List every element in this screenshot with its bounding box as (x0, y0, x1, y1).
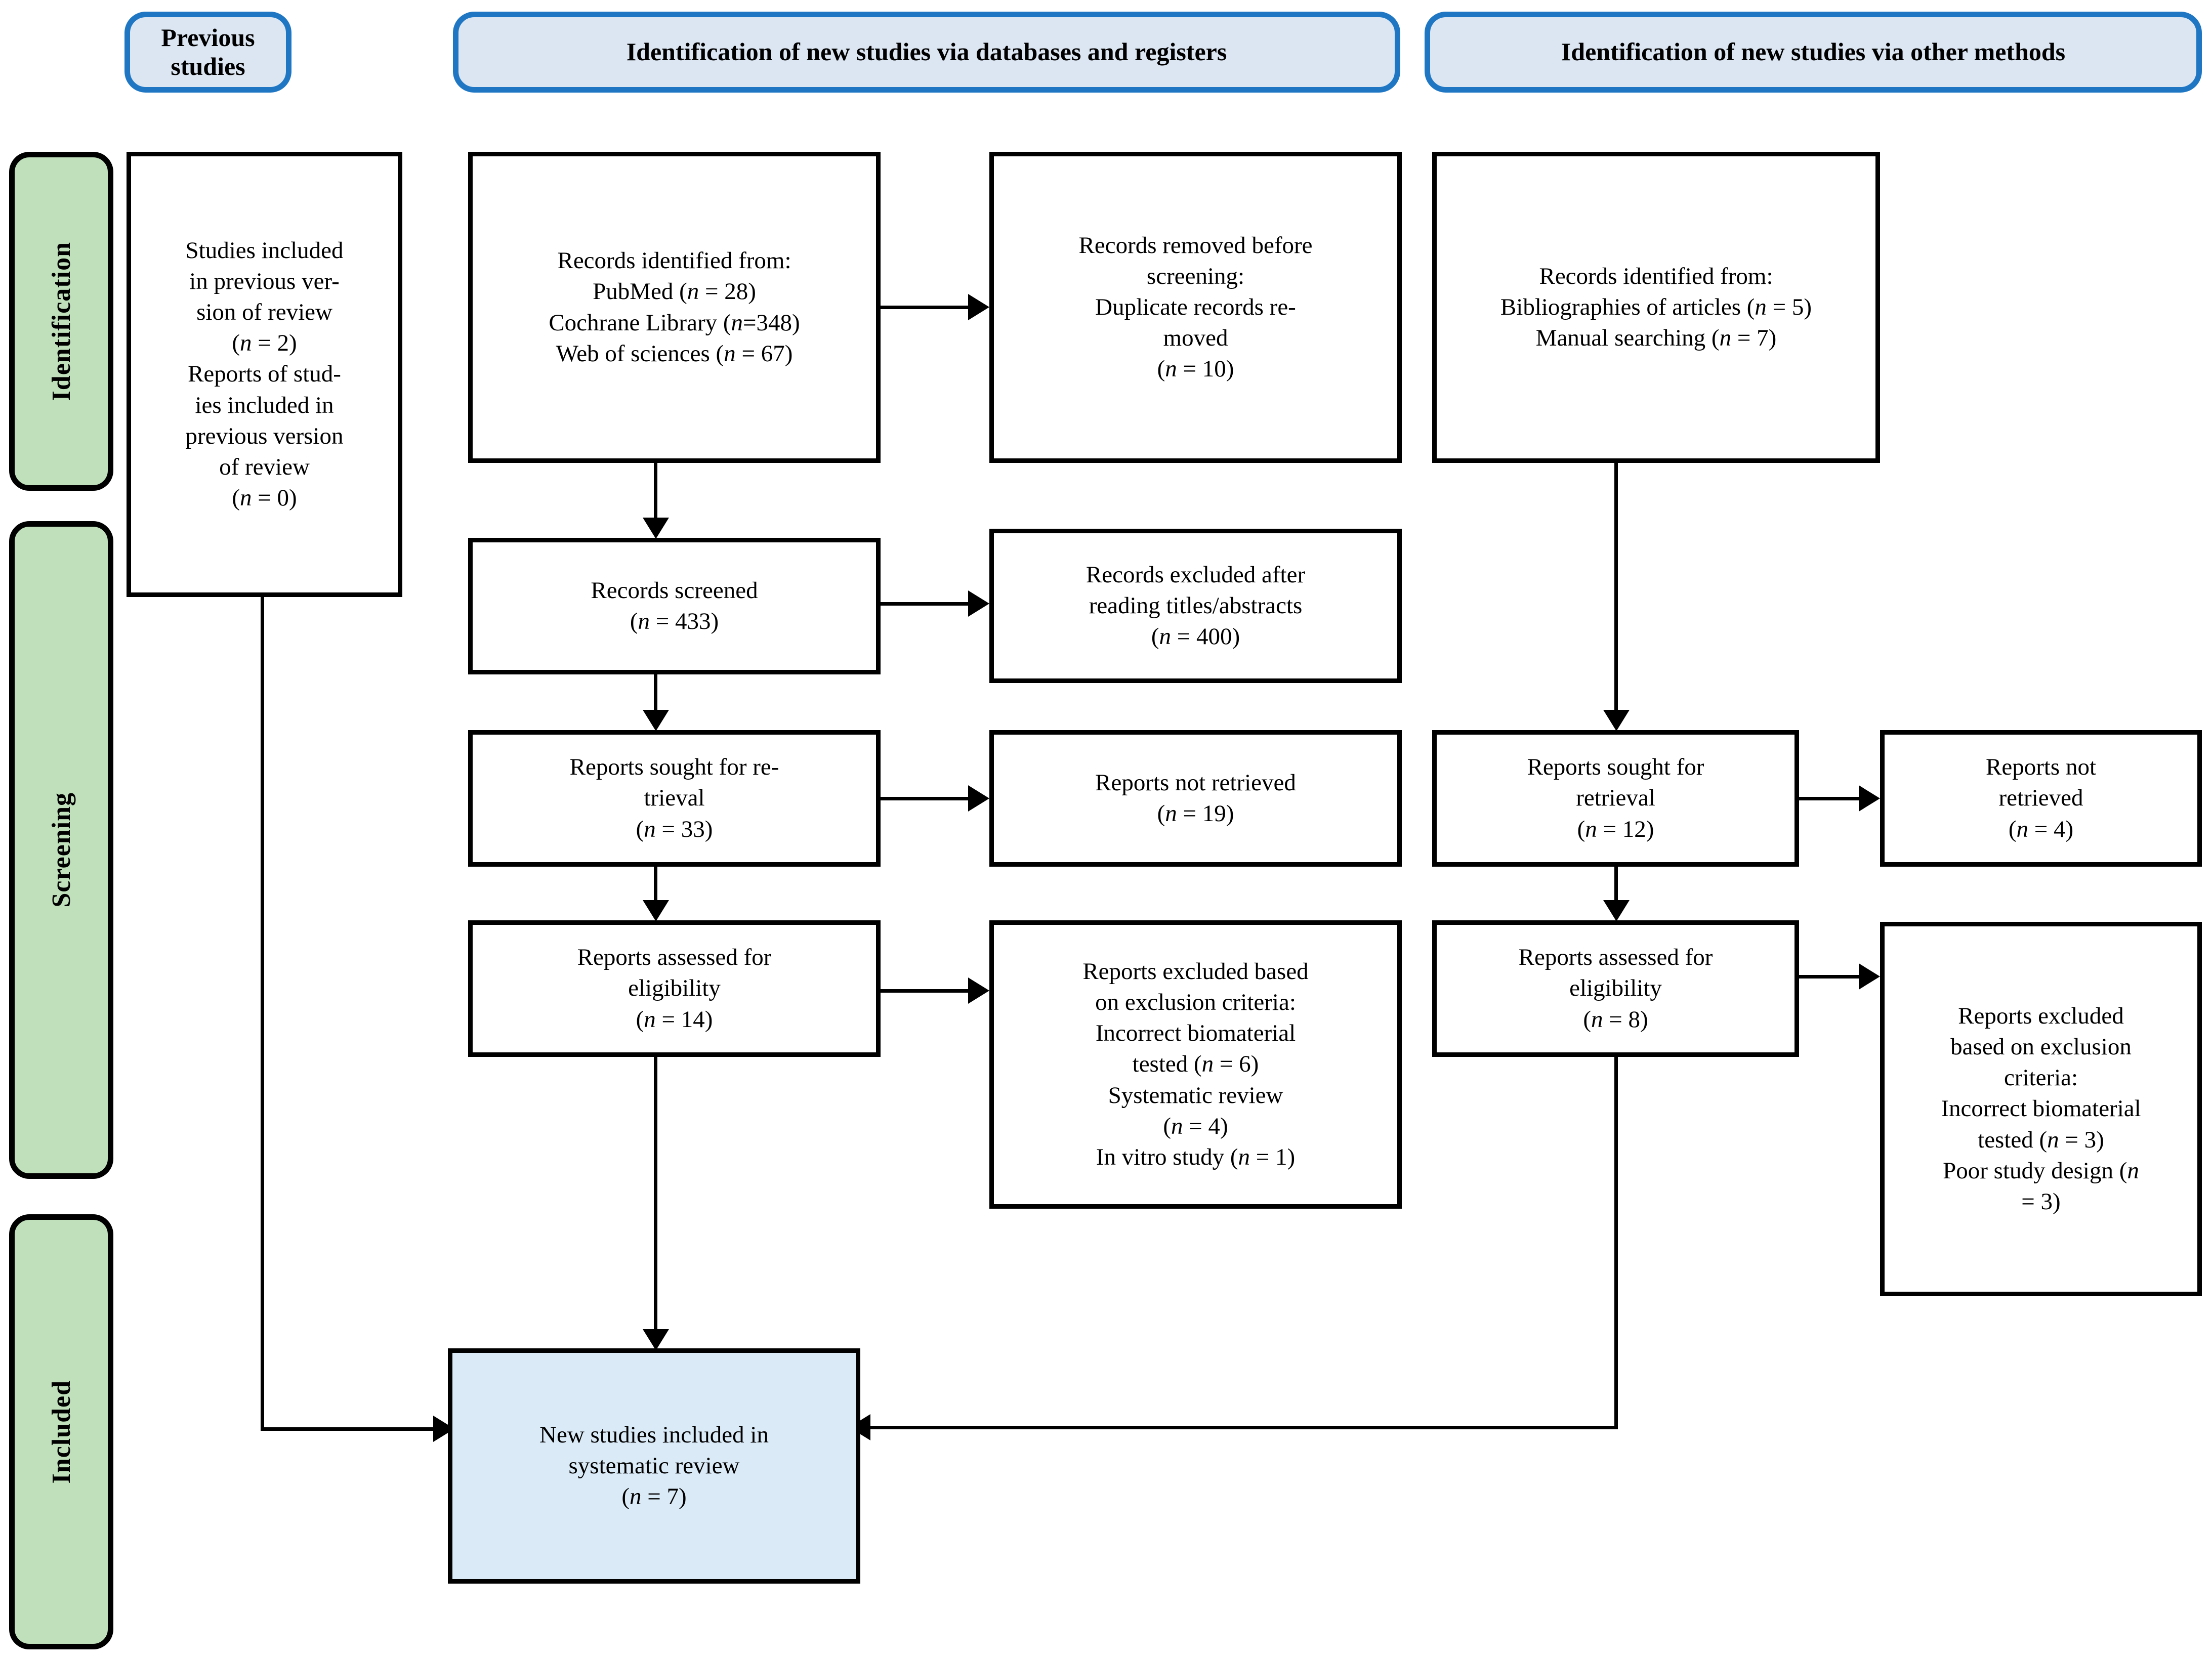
stage-label: Screening (47, 792, 76, 908)
stage-label: Included (47, 1380, 76, 1484)
arrowhead-sought-to-assessed-other (1603, 900, 1630, 921)
arrowhead-assessed-to-included-db (643, 1329, 669, 1350)
box-text: Reports assessed for eligibility (n = 8) (1518, 944, 1713, 1033)
box-records-screened: Records screened (n = 433) (468, 538, 881, 674)
arrowhead-identified-to-removed (968, 294, 989, 320)
connector-identified-to-removed (881, 306, 971, 309)
box-text: Records excluded after reading titles/ab… (1086, 561, 1306, 650)
connector-previous-to-included-vertical (261, 597, 264, 1429)
connector-identified-to-screened (654, 463, 657, 519)
connector-screened-to-excluded (881, 602, 971, 606)
box-text: Records identified from: PubMed (n = 28)… (549, 247, 800, 367)
box-text: Reports excluded based on exclusion crit… (1941, 1003, 2141, 1215)
box-text: Records removed before screening: Duplic… (1078, 232, 1313, 382)
connector-sought-to-assessed-db (654, 867, 657, 901)
box-text: Reports sought for re- trieval (n = 33) (569, 754, 779, 842)
connector-assessed-other-to-included-vertical (1614, 1057, 1618, 1429)
box-reports-assessed-databases: Reports assessed for eligibility (n = 14… (468, 920, 881, 1057)
box-reports-assessed-other: Reports assessed for eligibility (n = 8) (1432, 920, 1799, 1057)
box-reports-excluded-other: Reports excluded based on exclusion crit… (1880, 922, 2202, 1296)
connector-assessed-to-included-db (654, 1057, 657, 1330)
connector-sought-to-assessed-other (1614, 867, 1618, 901)
column-header-previous-studies: Previous studies (124, 12, 291, 93)
arrowhead-assessed-to-excluded-other (1859, 963, 1880, 990)
arrowhead-sought-to-not-retrieved-other (1859, 785, 1880, 812)
arrowhead-assessed-to-excluded-db (968, 977, 989, 1004)
box-reports-sought-other: Reports sought for retrieval (n = 12) (1432, 730, 1799, 867)
column-header-other-methods: Identification of new studies via other … (1425, 12, 2202, 93)
arrowhead-sought-to-assessed-db (643, 900, 669, 921)
box-records-identified-databases: Records identified from: PubMed (n = 28)… (468, 152, 881, 463)
stage-label: Identification (47, 241, 76, 401)
connector-assessed-to-excluded-other (1799, 975, 1861, 979)
connector-sought-to-not-retrieved-other (1799, 797, 1861, 800)
column-header-label: Identification of new studies via databa… (626, 37, 1227, 66)
box-records-excluded: Records excluded after reading titles/ab… (989, 529, 1402, 683)
column-header-label: Previous studies (161, 23, 255, 81)
arrowhead-screened-to-sought (643, 710, 669, 731)
box-text: Reports not retrieved (n = 4) (1985, 754, 2097, 842)
box-text: Reports sought for retrieval (n = 12) (1527, 754, 1704, 842)
stage-included: Included (9, 1214, 113, 1649)
arrowhead-identified-other-to-sought (1603, 710, 1630, 731)
stage-screening: Screening (9, 521, 113, 1179)
stage-identification: Identification (9, 152, 113, 491)
box-reports-not-retrieved-other: Reports not retrieved (n = 4) (1880, 730, 2202, 867)
arrowhead-sought-to-not-retrieved-db (968, 785, 989, 812)
box-reports-sought-databases: Reports sought for re- trieval (n = 33) (468, 730, 881, 867)
arrowhead-identified-to-screened (643, 518, 669, 539)
box-new-studies-included: New studies included in systematic revie… (448, 1348, 860, 1584)
box-previous-studies: Studies included in previous ver- sion o… (127, 152, 402, 597)
arrowhead-screened-to-excluded (968, 590, 989, 617)
box-text: Studies included in previous ver- sion o… (185, 237, 344, 511)
connector-assessed-to-excluded-db (881, 989, 971, 993)
box-text: Reports not retrieved (n = 19) (1095, 769, 1296, 827)
column-header-label: Identification of new studies via other … (1561, 37, 2066, 66)
box-text: Records identified from: Bibliographies … (1500, 263, 1812, 352)
box-records-removed-before-screening: Records removed before screening: Duplic… (989, 152, 1402, 463)
box-text: Reports assessed for eligibility (n = 14… (577, 944, 772, 1033)
box-records-identified-other: Records identified from: Bibliographies … (1432, 152, 1880, 463)
column-header-databases-registers: Identification of new studies via databa… (453, 12, 1400, 93)
box-reports-excluded-databases: Reports excluded based on exclusion crit… (989, 920, 1402, 1209)
connector-sought-to-not-retrieved-db (881, 797, 971, 800)
box-text: Records screened (n = 433) (591, 577, 758, 634)
box-text: New studies included in systematic revie… (539, 1421, 769, 1510)
connector-identified-other-to-sought (1614, 463, 1618, 711)
connector-previous-to-included-horizontal (261, 1427, 435, 1431)
connector-screened-to-sought (654, 674, 657, 711)
box-reports-not-retrieved-databases: Reports not retrieved (n = 19) (989, 730, 1402, 867)
connector-assessed-other-to-included-horizontal (870, 1426, 1618, 1429)
box-text: Reports excluded based on exclusion crit… (1082, 958, 1309, 1170)
